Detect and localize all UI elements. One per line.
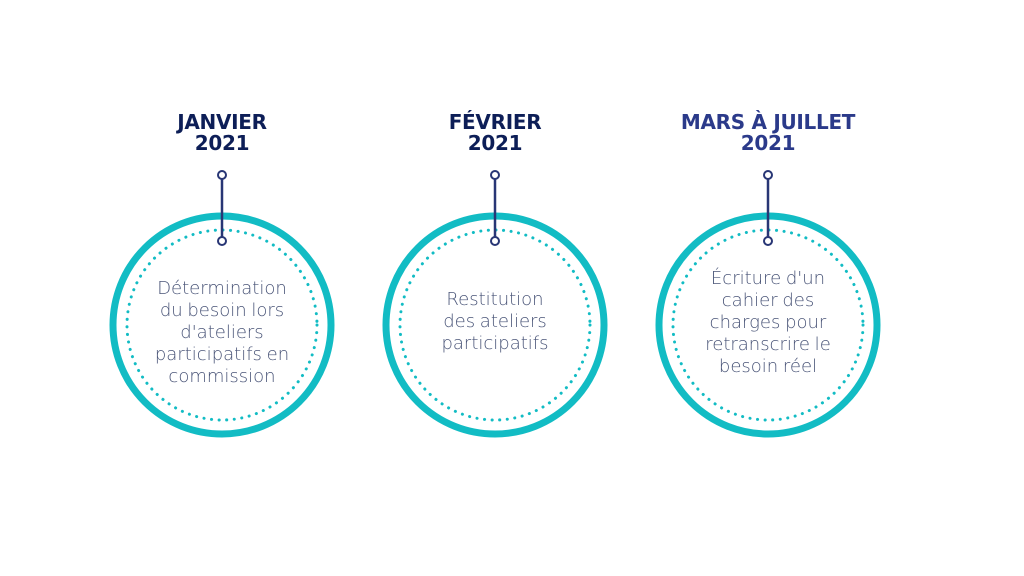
step-text-line: participatifs: [441, 333, 549, 354]
step-date-year: 2021: [194, 131, 250, 155]
step-description: Restitution des ateliers participatifs: [405, 289, 585, 355]
step-date-year: 2021: [467, 131, 523, 155]
timeline-step: FÉVRIER 2021 Restitution des ateliers pa…: [375, 0, 615, 576]
step-text-line: des ateliers: [443, 311, 547, 332]
step-date-month: MARS À JUILLET: [680, 110, 856, 134]
step-text-line: commission: [168, 366, 276, 387]
step-text-line: besoin réel: [718, 356, 818, 377]
timeline-step: JANVIER 2021 Détermination du besoin lor…: [102, 0, 342, 576]
step-text-line: retranscrire le: [705, 334, 831, 355]
timeline-step: MARS À JUILLET 2021 Écriture d'un cahier…: [648, 0, 888, 576]
step-date-year: 2021: [740, 131, 796, 155]
step-date: MARS À JUILLET 2021: [648, 112, 888, 154]
step-text-line: d'ateliers: [180, 322, 264, 343]
step-connector: [217, 170, 227, 246]
step-text-line: Détermination: [157, 278, 287, 299]
step-text-line: cahier des: [721, 290, 815, 311]
step-text-line: du besoin lors: [159, 300, 285, 321]
step-date-month: JANVIER: [177, 110, 267, 134]
step-connector: [763, 170, 773, 246]
step-connector: [490, 170, 500, 246]
step-date: FÉVRIER 2021: [375, 112, 615, 154]
step-text-line: Écriture d'un: [710, 268, 826, 289]
step-description: Écriture d'un cahier des charges pour re…: [678, 268, 858, 378]
step-text-line: participatifs en: [154, 344, 290, 365]
step-circle: [382, 212, 608, 438]
step-text-line: Restitution: [446, 289, 544, 310]
step-date-month: FÉVRIER: [448, 110, 542, 134]
step-text-line: charges pour: [709, 312, 827, 333]
step-date: JANVIER 2021: [102, 112, 342, 154]
step-description: Détermination du besoin lors d'ateliers …: [132, 278, 312, 388]
